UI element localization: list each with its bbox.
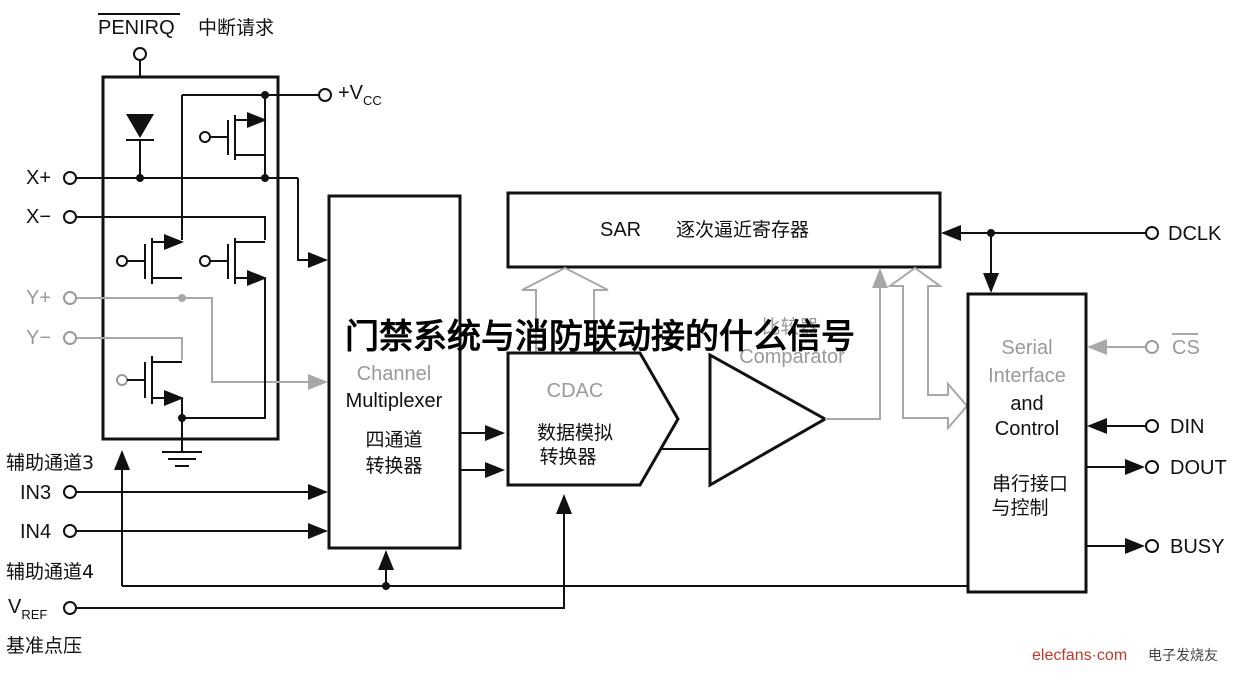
y-plus-label: Y+ <box>26 287 51 309</box>
penirq-desc: 中断请求 <box>198 17 274 39</box>
din-pin <box>1145 419 1159 433</box>
penirq-label: PENIRQ <box>98 17 175 39</box>
in4-label: IN4 <box>20 521 51 543</box>
transistor-left <box>116 234 184 284</box>
serial-cn-1: 串行接口 <box>992 473 1068 495</box>
din-label: DIN <box>1170 416 1204 438</box>
x-minus-label: X− <box>26 206 51 228</box>
serial-label-1: Serial <box>1001 337 1052 359</box>
mux-cn-2: 转换器 <box>365 455 422 477</box>
serial-cn-2: 与控制 <box>991 497 1048 519</box>
sar-serial-bus-arrow <box>886 266 969 431</box>
vcc-label: +VCC <box>338 82 382 108</box>
vref-desc: 基准点压 <box>6 635 82 657</box>
sar-label: SAR <box>600 219 641 241</box>
transistor-bottom <box>116 278 266 419</box>
y-minus-label: Y− <box>26 327 51 349</box>
ground-icon <box>162 418 202 467</box>
dclk-label: DCLK <box>1168 223 1222 245</box>
x-plus-to-mux <box>297 178 328 268</box>
vcc-pin <box>318 88 332 102</box>
serial-label-2: Interface <box>988 365 1066 387</box>
in4-pin <box>63 524 77 538</box>
dout-pin <box>1145 460 1159 474</box>
busy-label: BUSY <box>1170 536 1224 558</box>
cdac-block <box>506 351 680 487</box>
aux3-label: 辅助通道3 <box>6 452 94 474</box>
comparator-label: Comparator <box>739 346 845 368</box>
sar-cdac-bus-arrow <box>521 266 609 354</box>
mux-cn-1: 四通道 <box>365 429 422 451</box>
diode-icon <box>126 114 154 138</box>
x-plus-pin <box>63 171 77 185</box>
y-plus-pin <box>63 291 77 305</box>
serial-label-3: and <box>1010 393 1043 415</box>
busy-pin <box>1145 539 1159 553</box>
serial-label-4: Control <box>995 418 1059 440</box>
cdac-label: CDAC <box>547 380 604 402</box>
x-minus-pin <box>63 210 77 224</box>
penirq-pin <box>133 47 147 61</box>
sar-block <box>506 191 942 269</box>
cdac-cn-1: 数据模拟 <box>537 422 613 444</box>
mux-label-1: Channel <box>357 363 432 385</box>
vref-pin <box>63 601 77 615</box>
comparator-cn: 比较器 <box>761 316 818 338</box>
sar-desc: 逐次逼近寄存器 <box>676 219 809 241</box>
cdac-cn-2: 转换器 <box>539 446 596 468</box>
serial-interface-block <box>966 292 1088 594</box>
x-plus-label: X+ <box>26 167 51 189</box>
channel-multiplexer-block <box>327 194 462 550</box>
mux-label-2: Multiplexer <box>346 390 443 412</box>
y-minus-pin <box>63 331 77 345</box>
credit-cn: 电子发烧友 <box>1148 647 1218 663</box>
in3-pin <box>63 485 77 499</box>
touch-driver-block <box>101 75 280 441</box>
dout-label: DOUT <box>1170 457 1227 479</box>
credit-site: elecfans·com <box>1032 647 1127 664</box>
transistor-top <box>199 112 267 160</box>
overlay-title: 门禁系统与消防联动接的什么信号 <box>345 317 855 357</box>
in3-label: IN3 <box>20 482 51 504</box>
comparator-block <box>708 352 829 488</box>
transistor-right <box>199 238 267 286</box>
dclk-pin <box>1145 226 1159 240</box>
vref-label: VREF <box>8 596 47 622</box>
cs-pin <box>1145 340 1159 354</box>
aux4-label: 辅助通道4 <box>6 561 94 583</box>
cs-label: CS <box>1172 337 1200 359</box>
